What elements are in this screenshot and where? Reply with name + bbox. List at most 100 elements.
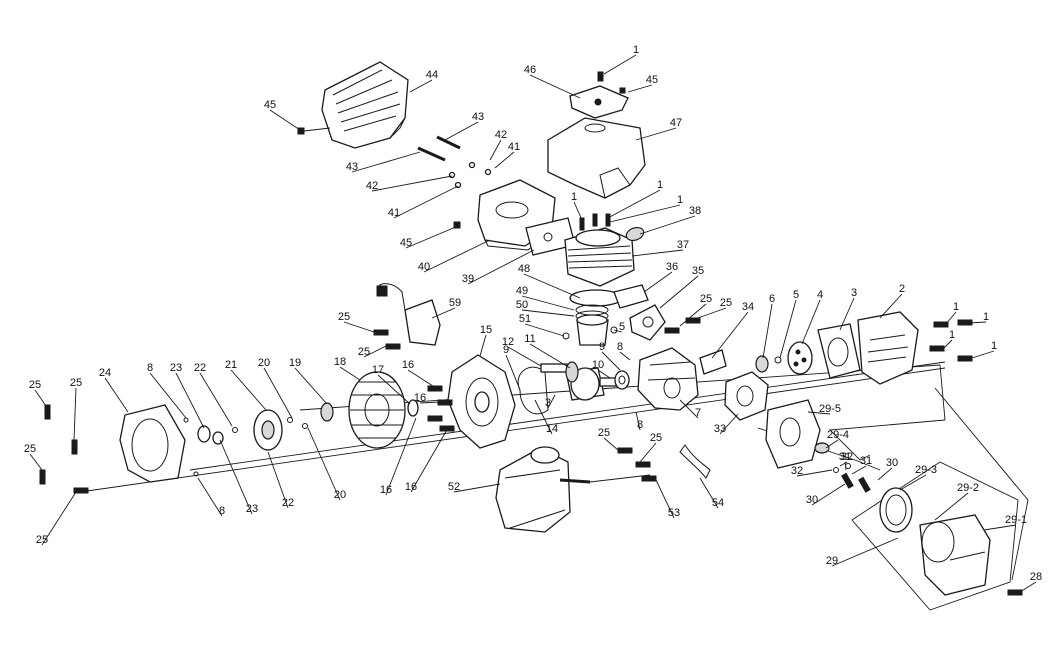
leader-line: [197, 477, 223, 517]
leader-line: [73, 387, 77, 441]
leader-line: [971, 350, 995, 359]
cylinder-part: [564, 227, 635, 287]
part-number-label: 9: [503, 344, 509, 356]
leader-line: [573, 201, 583, 221]
leader-line: [219, 439, 253, 515]
part-number-label: 14: [546, 423, 558, 435]
bolt-45-top: [297, 127, 331, 135]
leader-line: [175, 372, 205, 429]
piston-part: [576, 314, 609, 346]
leader-line: [307, 427, 341, 501]
leader-line: [779, 299, 797, 359]
leader-line: [467, 249, 535, 285]
leader-line: [524, 323, 565, 337]
part-number-labels: 4445434342424141454039461454711138373648…: [24, 44, 1042, 593]
part-number-label: 31: [860, 455, 872, 467]
part-number-label: 43: [346, 161, 358, 173]
leader-line: [269, 109, 301, 131]
gasket-34: [699, 349, 727, 375]
pawl-plate-21: [253, 409, 283, 451]
part-number-label: 34: [742, 301, 754, 313]
leader-line: [839, 461, 848, 467]
part-number-label: 9: [599, 341, 605, 353]
part-number-label: 30: [806, 494, 818, 506]
part-number-label: 46: [524, 64, 536, 76]
starter-cover-part: [119, 404, 186, 483]
part-number-label: 1: [677, 194, 683, 206]
part-number-label: 1: [633, 44, 639, 56]
leader-line: [943, 339, 953, 349]
leader-line: [639, 442, 657, 463]
bolt-45-mid: [453, 221, 461, 229]
part-number-label: 25: [650, 432, 662, 444]
leader-line: [444, 121, 479, 141]
leader-line: [423, 239, 491, 273]
part-number-label: 25: [29, 379, 41, 391]
leader-line: [934, 492, 969, 521]
leader-line: [877, 467, 893, 481]
part-number-label: 28: [1030, 571, 1042, 583]
leader-line: [494, 151, 515, 169]
leader-line: [393, 185, 459, 219]
part-number-label: 25: [598, 427, 610, 439]
part-number-label: 19: [289, 357, 301, 369]
leader-line: [104, 377, 129, 413]
part-number-label: 41: [508, 141, 520, 153]
part-number-label: 25: [720, 297, 732, 309]
part-number-label: 33: [714, 423, 726, 435]
part-number-label: 44: [426, 69, 438, 81]
screw-28: [1007, 589, 1023, 596]
flywheel-part: [348, 371, 406, 449]
part-number-label: 29-4: [827, 429, 849, 441]
cylinder-top-cap-part: [569, 85, 629, 119]
fuel-tank-part: [495, 446, 591, 533]
small-parts-30-32: [833, 463, 871, 493]
leader-line: [410, 427, 449, 493]
carburetor-part: [724, 371, 769, 421]
leader-line: [983, 524, 1017, 531]
part-number-label: 5: [793, 289, 799, 301]
bearing-part-12: [540, 363, 568, 373]
part-number-label: 20: [258, 357, 270, 369]
part-number-label: 7: [695, 407, 701, 419]
part-number-label: 48: [518, 263, 530, 275]
leader-line: [547, 394, 556, 409]
leader-line: [267, 451, 289, 509]
part-number-label: 29-2: [957, 482, 979, 494]
screws-1-right: [929, 319, 973, 362]
part-number-label: 1: [991, 340, 997, 352]
part-number-label: 29: [826, 555, 838, 567]
leader-line: [409, 79, 433, 93]
crankcase-half-part: [447, 354, 516, 449]
part-number-label: 3: [851, 287, 857, 299]
bolts-25-mid: [617, 317, 701, 468]
part-number-label: 8: [617, 341, 623, 353]
part-number-label: 1: [983, 311, 989, 323]
bolts-16: [427, 385, 455, 432]
part-number-label: 16: [405, 481, 417, 493]
leader-line: [603, 54, 637, 75]
part-number-label: 49: [516, 285, 528, 297]
part-number-label: 25: [338, 311, 350, 323]
leader-line: [811, 483, 846, 506]
crankcase-part: [637, 347, 699, 411]
part-number-label: 5: [619, 321, 625, 333]
leader-line: [831, 537, 899, 567]
leader-line: [405, 225, 459, 249]
pawls-23: [197, 425, 224, 445]
leader-line: [762, 303, 773, 359]
leader-line: [635, 127, 677, 141]
part-number-label: 22: [194, 362, 206, 374]
leader-line: [371, 175, 453, 192]
leader-line: [697, 307, 727, 319]
leader-line: [149, 372, 187, 419]
leader-line: [339, 366, 361, 381]
part-number-label: 15: [480, 324, 492, 336]
part-number-label: 52: [448, 481, 460, 493]
leader-line: [29, 453, 43, 471]
part-number-label: 1: [949, 329, 955, 341]
part-number-label: 32: [841, 451, 853, 463]
leader-line: [699, 477, 719, 509]
part-number-label: 23: [246, 503, 258, 515]
